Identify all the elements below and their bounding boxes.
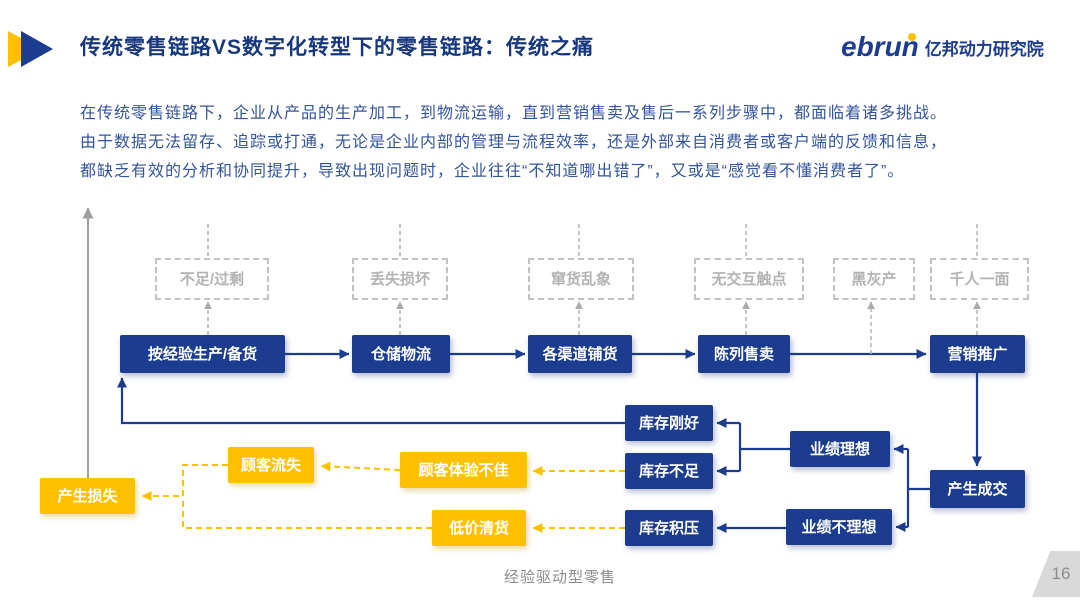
footer-caption: 经验驱动型零售: [503, 569, 616, 586]
logo-wordmark: ebrun: [841, 31, 919, 62]
problem-one-size-fits-all: 千人一面: [930, 258, 1029, 300]
customer-bad-experience-box: 顾客体验不佳: [400, 452, 527, 488]
step-marketing-promotion: 营销推广: [930, 335, 1025, 373]
clearance-sale-box: 低价清货: [432, 510, 526, 546]
inventory-shortage-box: 库存不足: [625, 453, 713, 489]
title-bullet-icon: [8, 31, 54, 67]
blue-chevron-icon: [21, 31, 53, 67]
problem-channel-chaos: 窜货乱象: [528, 258, 634, 300]
step-warehouse-logistics: 仓储物流: [352, 335, 450, 373]
customer-churn-box: 顾客流失: [228, 447, 314, 483]
intro-line: 都缺乏有效的分析和协同提升，导致出现问题时，企业往往“不知道哪出错了”，又或是“…: [80, 163, 905, 180]
inventory-just-right-box: 库存刚好: [625, 405, 713, 441]
ebrun-logo: ebrun 亿邦动力研究院: [841, 33, 1044, 61]
deal-made-box: 产生成交: [930, 470, 1025, 508]
page-number: 16: [1051, 564, 1071, 583]
step-experience-production: 按经验生产/备货: [120, 335, 285, 373]
logo-cn-text: 亿邦动力研究院: [924, 39, 1044, 59]
problem-loss-damage: 丢失损坏: [352, 258, 448, 300]
logo-dot-icon: [907, 33, 916, 41]
step-channel-distribution: 各渠道铺货: [528, 335, 632, 373]
problem-no-touchpoint: 无交互触点: [694, 258, 804, 300]
loss-box: 产生损失: [40, 478, 135, 514]
page-number-tab: 16: [1032, 551, 1080, 597]
step-display-sales: 陈列售卖: [698, 335, 790, 373]
inventory-overstock-box: 库存积压: [625, 510, 713, 546]
page-title: 传统零售链路VS数字化转型下的零售链路：传统之痛: [80, 36, 595, 59]
intro-line: 由于数据无法留存、追踪或打通，无论是企业内部的管理与流程效率，还是外部来自消费者…: [80, 134, 948, 151]
intro-line: 在传统零售链路下，企业从产品的生产加工，到物流运输，直到营销售卖及售后一系列步骤…: [80, 105, 948, 122]
performance-ideal-box: 业绩理想: [790, 431, 890, 467]
performance-not-ideal-box: 业绩不理想: [786, 509, 892, 545]
intro-paragraph: 在传统零售链路下，企业从产品的生产加工，到物流运输，直到营销售卖及售后一系列步骤…: [80, 99, 1010, 186]
problem-black-market: 黑灰产: [833, 258, 915, 300]
problem-shortage-surplus: 不足/过剩: [155, 258, 269, 300]
